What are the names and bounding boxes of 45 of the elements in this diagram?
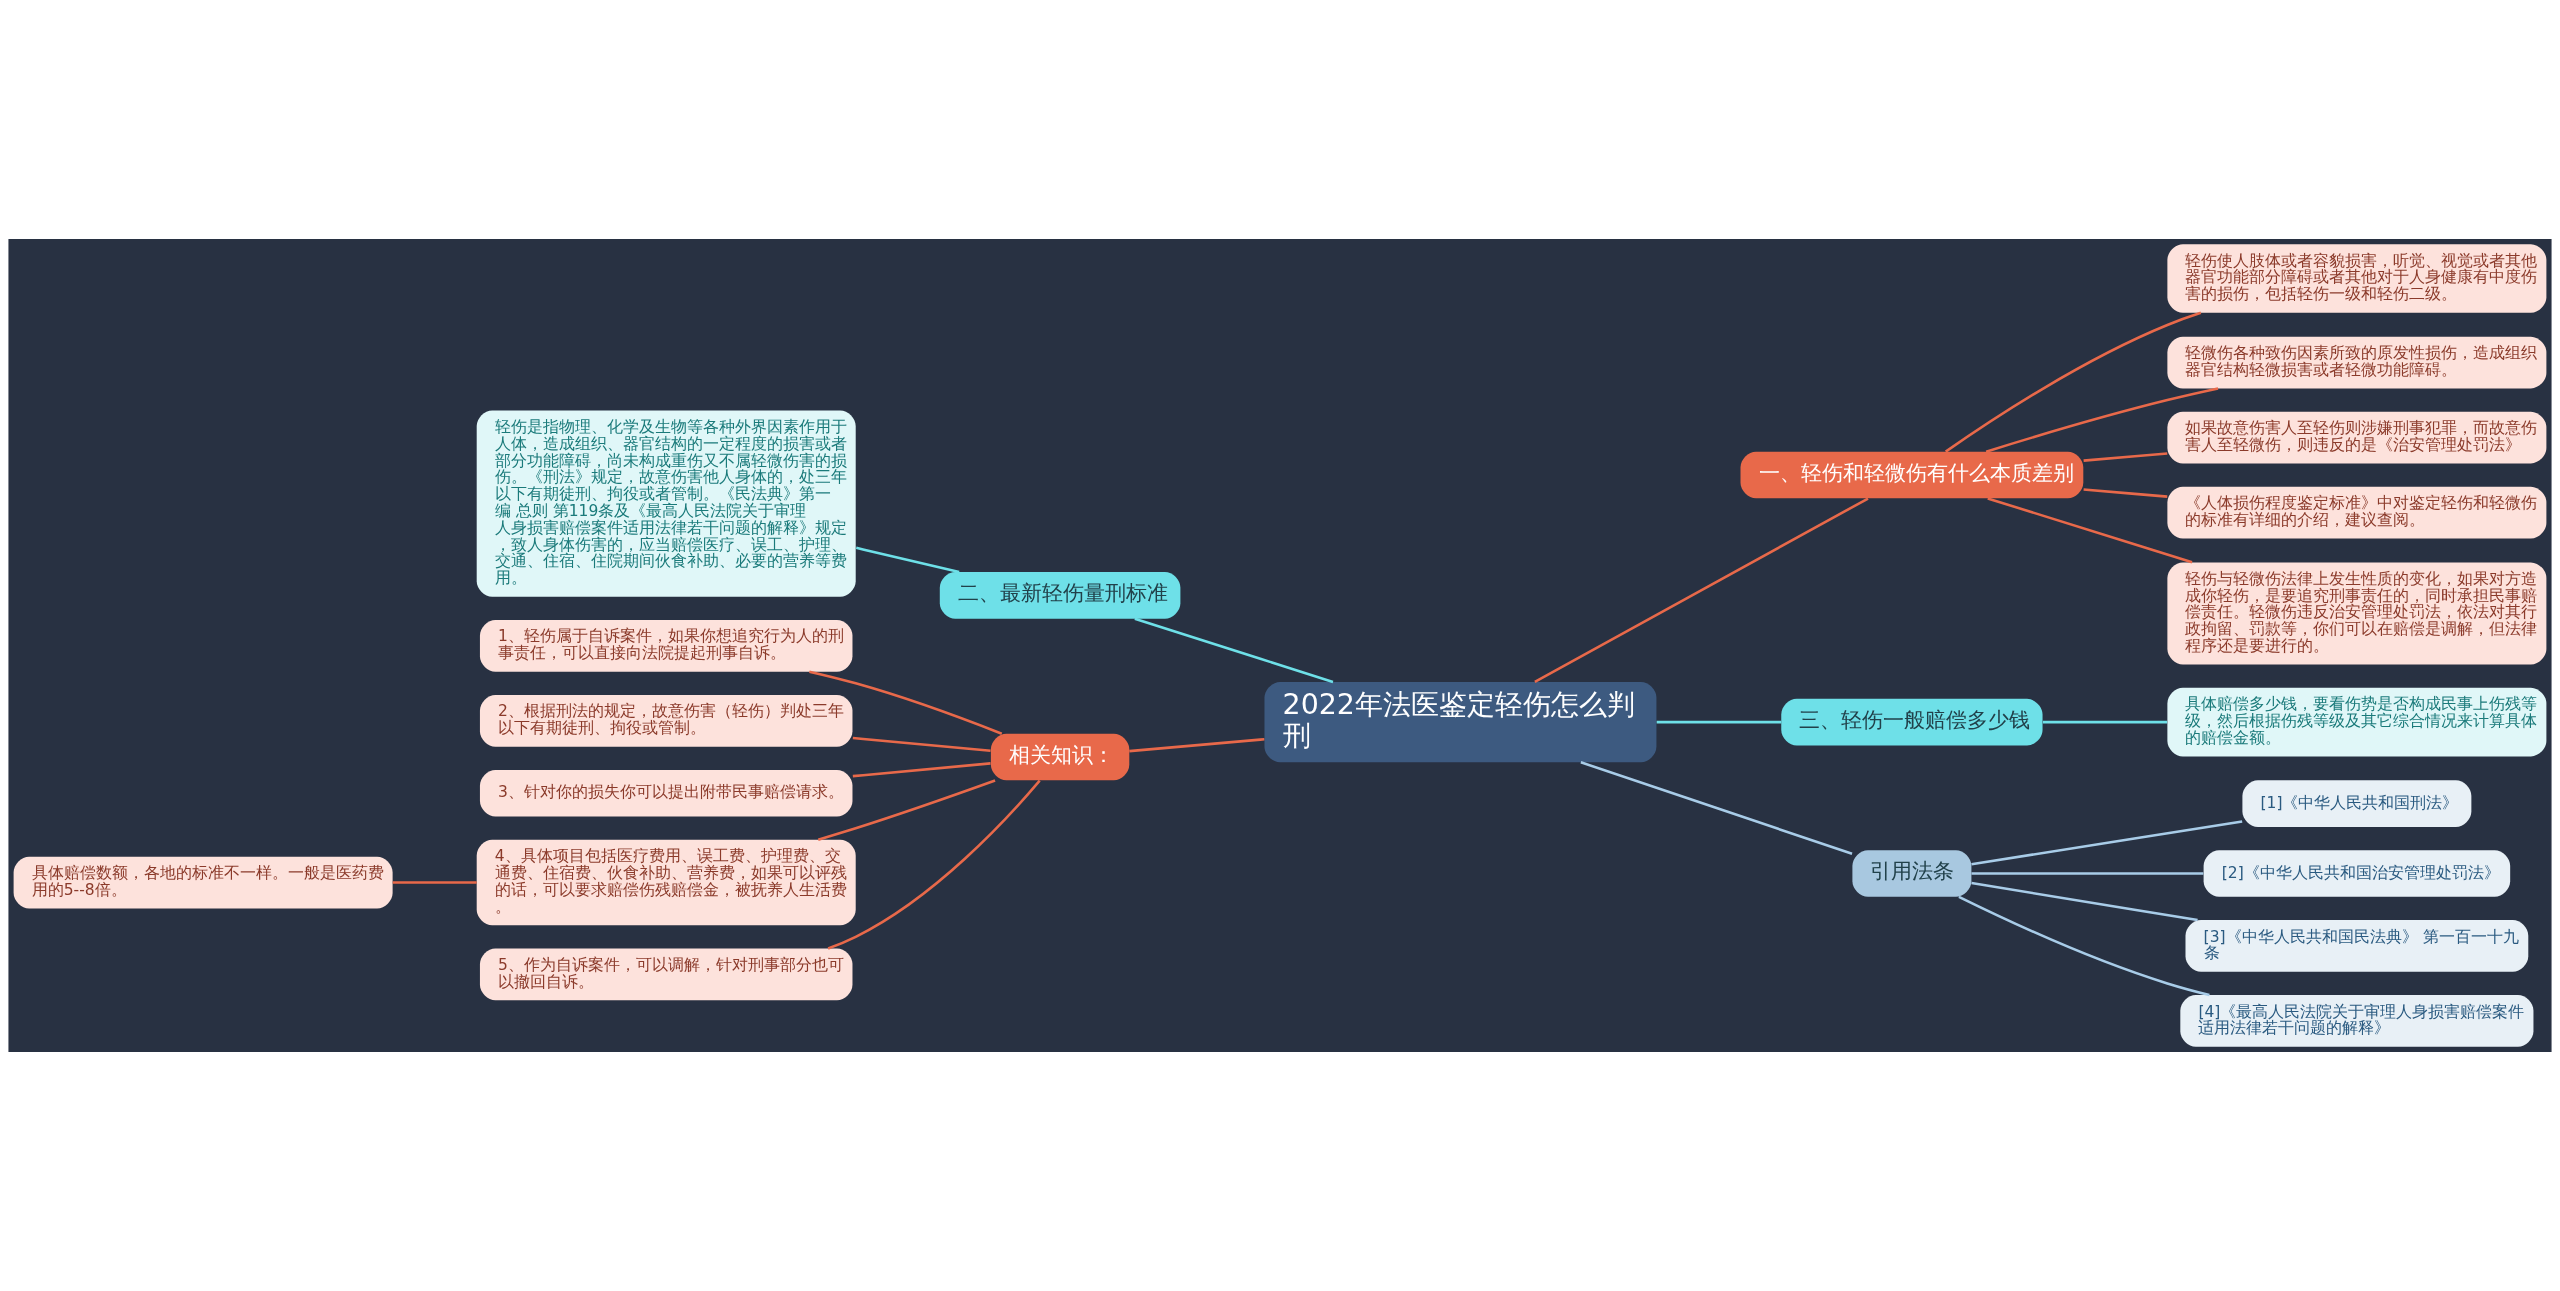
node-box: 3、针对你的损失你可以提出附带民事赔偿请求。 — [479, 770, 853, 817]
connector — [2083, 452, 2168, 462]
connector — [1134, 617, 1334, 684]
node-box: 轻微伤各种致伤因素所致的原发性损伤，造成组织器官结构轻微损害或者轻微功能障碍。 — [2167, 336, 2547, 389]
node-box: 如果故意伤害人至轻伤则涉嫌刑事犯罪，而故意伤害人至轻微伤，则违反的是《治安管理处罚法》 — [2167, 411, 2547, 464]
node-box: 一、轻伤和轻微伤有什么本质差别 — [1740, 451, 2084, 499]
connector — [2042, 720, 2168, 724]
node-box: 相关知识： — [990, 733, 1130, 781]
node-box: 具体赔偿数额，各地的标准不一样。一般是医药费用的5--8倍。 — [13, 856, 393, 909]
connector — [1971, 820, 2243, 866]
node-box: 4、具体项目包括医疗费用、误工费、护理费、交通费、住宿费、伙食补助、营养费，如果可以评残的话，可以要求赔偿伤残赔偿金，被抚养人生活费。 — [476, 839, 856, 926]
node-box: 轻伤使人肢体或者容貌损害，听觉、视觉或者其他器官功能部分障碍或者其他对于人身健康有中度伤害的损伤，包括轻伤一级和轻伤二级。 — [2167, 244, 2547, 313]
connector — [1944, 311, 2202, 453]
node-box: 轻伤是指物理、化学及生物等各种外界因素作用于人体，造成组织、器官结构的一定程度的损害或者部分功能障碍，尚未构成重伤又不属轻微伤害的损伤。《刑法》规定，故意伤害他人身体的，处三年以下有期徒刑、拘役或者管制。《民法典》第一编 总则 第119条及《最高人民法院关于审理人身损害赔偿案件适用法律若干问题的解释》规定，致人身体伤害的，应当赔偿医疗、误工、护理、交通、住宿、住院期间伙食补助、必要的营养等费用。 — [476, 410, 856, 597]
connector — [1985, 387, 2219, 453]
node-box: 轻伤与轻微伤法律上发生性质的变化，如果对方造成你轻伤，是要追究刑事责任的，同时承担民事赔偿责任。轻微伤违反治安管理处罚法，依法对其行政拘留、罚款等，你们可以在赔偿是调解，但法律程序还是要进行的。 — [2167, 562, 2547, 665]
connector — [1971, 872, 2204, 875]
node-box: 5、作为自诉案件，可以调解，针对刑事部分也可以撤回自诉。 — [479, 948, 853, 1001]
connector — [852, 736, 991, 753]
node-box: [3]《中华人民共和国民法典》 第一百一十九条 — [2185, 920, 2529, 972]
node-box: 具体赔偿多少钱，要看伤势是否构成民事上伤残等级，然后根据伤残等级及其它综合情况来计算具体的赔偿金额。 — [2167, 687, 2547, 757]
connector — [1971, 881, 2198, 922]
node-box: 二、最新轻伤量刑标准 — [939, 572, 1181, 619]
node-box: 2、根据刑法的规定，故意伤害（轻伤）判处三年以下有期徒刑、拘役或管制。 — [479, 695, 853, 747]
connector — [1129, 737, 1265, 753]
connector — [855, 546, 960, 574]
node-box: [4]《最高人民法院关于审理人身损害赔偿案件适用法律若干问题的解释》 — [2180, 995, 2534, 1047]
node-box: 引用法条 — [1852, 850, 1972, 897]
node-box: [2]《中华人民共和国治安管理处罚法》 — [2203, 850, 2511, 897]
connector — [827, 779, 1041, 950]
node-box: 《人体损伤程度鉴定标准》中对鉴定轻伤和轻微伤的标准有详细的介绍，建议查阅。 — [2167, 486, 2547, 539]
node-box: 1、轻伤属于自诉案件，如果你想追究行为人的刑事责任，可以直接向法院提起刑事自诉。 — [479, 619, 853, 672]
node-box: 三、轻伤一般赔偿多少钱 — [1781, 698, 2043, 746]
connector — [392, 881, 477, 884]
connector — [809, 670, 1003, 735]
connector — [852, 762, 991, 778]
connector — [1987, 497, 2193, 564]
connector — [1580, 761, 1853, 855]
node-box: [1]《中华人民共和国刑法》 — [2242, 780, 2472, 827]
connector — [817, 779, 996, 842]
connector — [2083, 488, 2168, 498]
connector — [1656, 720, 1782, 724]
connector — [1958, 895, 2210, 997]
node-box: 2022年法医鉴定轻伤怎么判刑 — [1264, 682, 1657, 763]
connector — [1534, 497, 1869, 684]
